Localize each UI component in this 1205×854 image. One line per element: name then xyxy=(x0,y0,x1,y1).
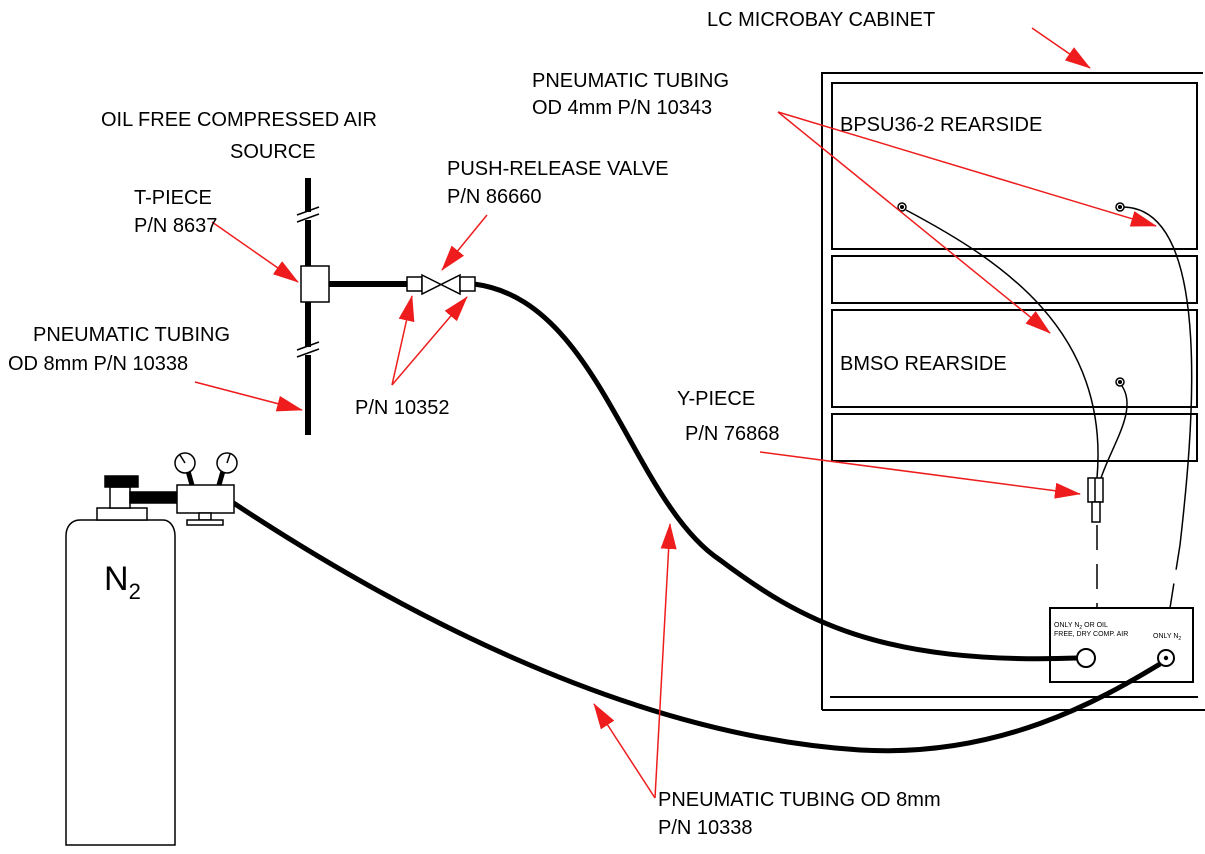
tube-bmso-to-y xyxy=(1100,385,1128,479)
gas-port-connectors xyxy=(1076,648,1175,668)
tubing-4mm xyxy=(905,206,1193,609)
labels: LC MICROBAY CABINET PNEUMATIC TUBING OD … xyxy=(8,9,1181,839)
cabinet-slot-2 xyxy=(831,413,1198,462)
bpsu-module xyxy=(831,82,1198,250)
tube-dashed-right xyxy=(1169,544,1181,609)
cylinder-valve xyxy=(109,486,131,509)
cylinder-collar xyxy=(96,507,148,521)
compressed-air-source xyxy=(296,178,408,435)
tube-n2-to-cabinet xyxy=(230,499,1162,754)
label-pn-10352: P/N 10352 xyxy=(355,397,450,419)
arrow-tubing-8mm-left xyxy=(194,381,303,412)
label-port-left-line2: FREE, DRY COMP. AIR xyxy=(1054,631,1128,638)
arrow-pn10352-right xyxy=(391,296,468,386)
tube-bpsu-right-to-port xyxy=(1123,206,1193,546)
regulator-stem xyxy=(198,512,212,521)
label-push-release-line1: PUSH-RELEASE VALVE xyxy=(447,158,669,180)
arrow-tubing-4mm-to-bmso xyxy=(777,111,1051,334)
label-n2: N2 xyxy=(104,560,141,604)
valve-body xyxy=(421,273,461,296)
bmso-port xyxy=(1115,377,1125,387)
bpsu-port-left xyxy=(897,202,907,212)
tube-bpsu-left-to-y xyxy=(905,209,1099,479)
pipe-break-bottom xyxy=(296,341,320,358)
label-port-left-line1: ONLY N2 OR OIL xyxy=(1054,622,1108,631)
tubing-8mm xyxy=(230,281,1162,754)
n2-cylinder xyxy=(65,452,238,846)
arrow-cabinet xyxy=(1031,27,1091,69)
label-tubing-4mm-line2: OD 4mm P/N 10343 xyxy=(532,97,712,119)
label-tpiece-line2: P/N 8637 xyxy=(134,215,217,237)
y-piece xyxy=(1087,477,1104,523)
arrow-tubing-4mm-to-bpsu xyxy=(777,111,1157,227)
arrow-tubing-8mm-bottom-2 xyxy=(654,523,677,799)
label-bpsu: BPSU36-2 REARSIDE xyxy=(840,114,1042,136)
gas-port-left xyxy=(1076,648,1096,668)
label-oil-free-line2: SOURCE xyxy=(230,141,316,163)
label-ypiece-line1: Y-PIECE xyxy=(677,388,755,410)
label-tubing-8mm-left-line2: OD 8mm P/N 10338 xyxy=(8,353,188,375)
cabinet-outline xyxy=(821,72,1203,710)
cylinder-body xyxy=(65,519,176,846)
module-ports xyxy=(897,202,1125,387)
label-bmso: BMSO REARSIDE xyxy=(840,353,1007,375)
regulator-connector xyxy=(129,491,178,504)
arrow-ypiece xyxy=(759,451,1081,499)
t-piece xyxy=(300,265,330,303)
label-tubing-8mm-bottom-line2: P/N 10338 xyxy=(658,817,753,839)
label-tubing-8mm-bottom-line1: PNEUMATIC TUBING OD 8mm xyxy=(658,789,941,811)
tube-valve-to-cabinet xyxy=(473,281,1078,662)
callout-arrows xyxy=(194,27,1157,799)
label-push-release-line2: P/N 86660 xyxy=(447,186,542,208)
regulator-body xyxy=(176,484,235,514)
label-oil-free-line1: OIL FREE COMPRESSED AIR xyxy=(101,109,377,131)
arrow-tubing-8mm-bottom-1 xyxy=(593,703,656,799)
valve-fitting-right xyxy=(459,276,476,292)
cabinet-slot-1 xyxy=(831,255,1198,304)
arrow-pn10352-left xyxy=(391,295,415,386)
label-tubing-8mm-left-line1: PNEUMATIC TUBING xyxy=(33,324,230,346)
label-tubing-4mm-line1: PNEUMATIC TUBING xyxy=(532,70,729,92)
bmso-module xyxy=(831,309,1198,408)
label-cabinet: LC MICROBAY CABINET xyxy=(707,9,935,31)
label-port-right: ONLY N2 xyxy=(1153,633,1181,642)
cylinder-handwheel xyxy=(104,475,139,488)
regulator-base xyxy=(186,519,224,526)
push-release-valve xyxy=(406,273,476,296)
arrow-tpiece xyxy=(211,221,299,283)
pipe-break-top xyxy=(296,206,320,223)
label-ypiece-line2: P/N 76868 xyxy=(685,423,780,445)
gas-port-plate xyxy=(1049,607,1194,683)
arrow-push-release xyxy=(441,214,488,271)
label-tpiece-line1: T-PIECE xyxy=(134,187,212,209)
valve-fitting-left xyxy=(406,276,423,292)
lc-microbay-cabinet xyxy=(821,72,1205,711)
